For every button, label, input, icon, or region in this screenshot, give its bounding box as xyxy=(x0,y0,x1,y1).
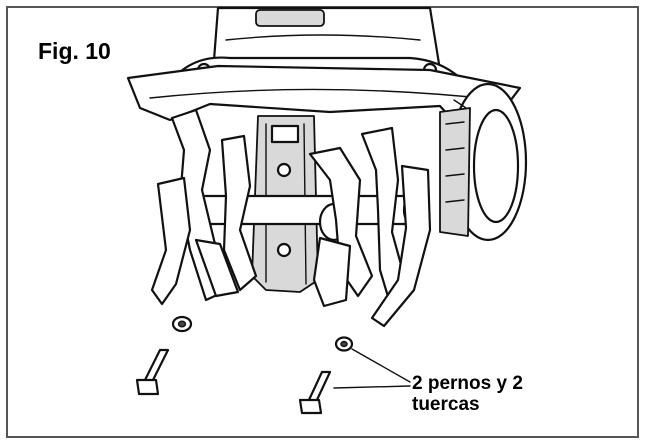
right-bolt xyxy=(298,370,332,415)
right-nut xyxy=(334,336,354,352)
left-nut xyxy=(171,315,193,333)
left-tines xyxy=(150,108,258,306)
callout-line-2: tuercas xyxy=(412,394,480,415)
figure-label: Fig. 10 xyxy=(38,38,111,64)
wheel xyxy=(439,82,528,242)
left-bolt xyxy=(135,348,170,396)
callout-leader-lines xyxy=(333,348,411,389)
right-tines xyxy=(308,126,432,328)
hardware-callout: 2 pernos y 2 tuercas xyxy=(412,373,523,415)
callout-line-1: 2 pernos y 2 xyxy=(412,373,523,394)
